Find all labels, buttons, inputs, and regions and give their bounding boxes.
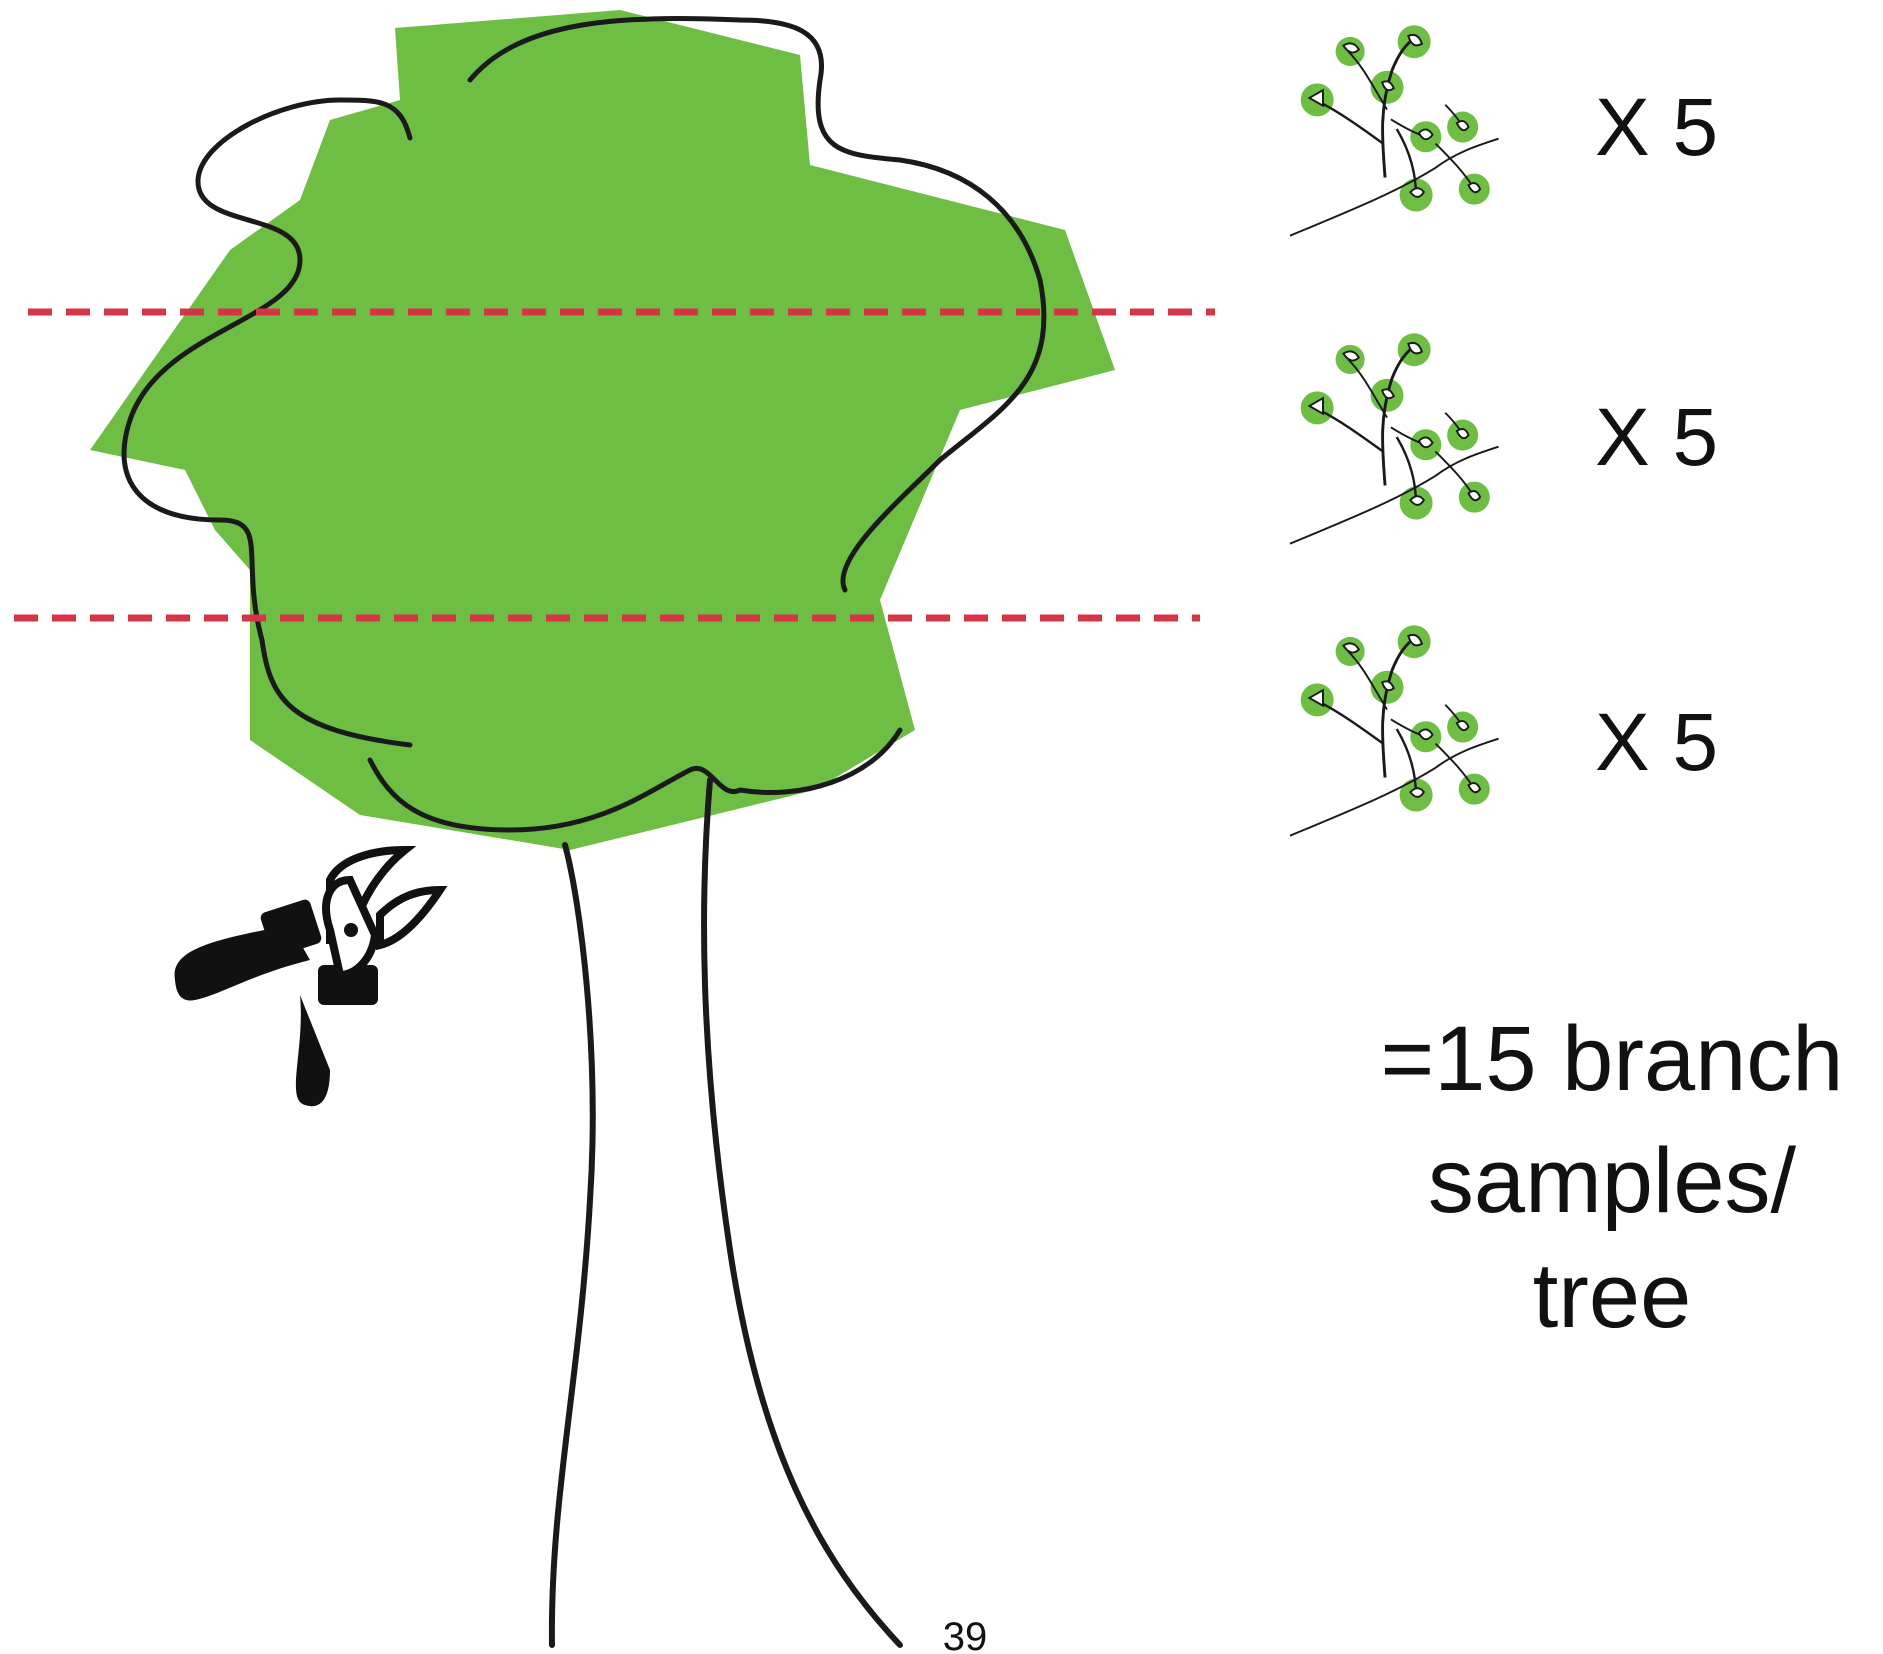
total-samples-line-1: =15 branch bbox=[1381, 1008, 1844, 1110]
total-samples-line-3: tree bbox=[1533, 1245, 1692, 1347]
tree-trunk-left bbox=[548, 842, 596, 1648]
branch-sample-count-bottom: X 5 bbox=[1595, 697, 1718, 788]
tree-canopy-outline bbox=[121, 16, 1047, 833]
branch-sample-count-top: X 5 bbox=[1595, 82, 1718, 173]
branch-sample-count-middle: X 5 bbox=[1595, 392, 1718, 483]
tree-trunk-right bbox=[701, 777, 903, 1648]
branch-sample-icon-top bbox=[1288, 23, 1501, 238]
tree-canopy bbox=[90, 10, 1115, 850]
page-number: 39 bbox=[943, 1615, 988, 1654]
branch-sample-icon-middle bbox=[1288, 331, 1501, 546]
branch-sample-icon-bottom bbox=[1288, 623, 1501, 838]
total-samples-line-2: samples/ bbox=[1428, 1130, 1797, 1232]
pruning-shears-icon bbox=[174, 845, 448, 1107]
